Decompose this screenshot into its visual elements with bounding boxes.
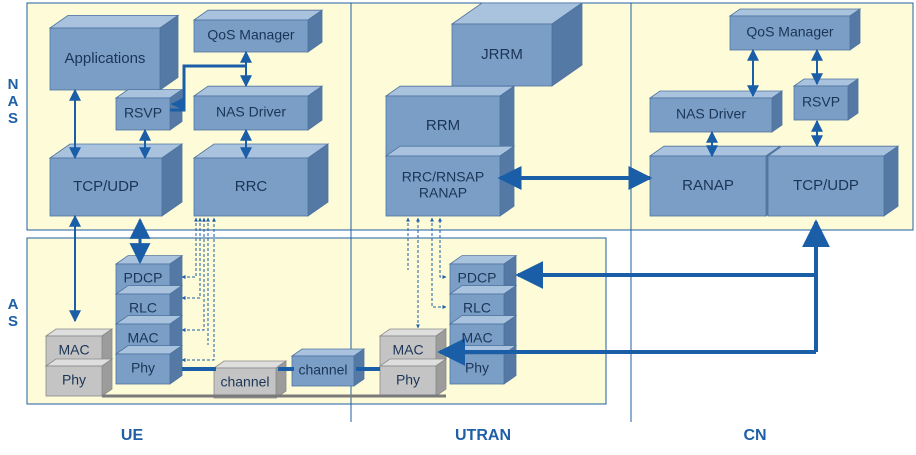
box-tcp-udp-ue	[48, 143, 184, 217]
box-pdcp-utran-label: PDCP	[458, 270, 497, 286]
box-rrm-label: RRM	[426, 117, 460, 134]
box-nas-driver-ue	[192, 85, 324, 131]
box-mac-ue-label: MAC	[127, 330, 158, 346]
box-pdcp-ue-label: PDCP	[124, 270, 163, 286]
box-channel-blue	[290, 348, 366, 387]
column-label-utran: UTRAN	[455, 427, 511, 444]
box-phy-ue	[114, 344, 184, 385]
box-tcp-udp-ue-label: TCP/UDP	[73, 178, 139, 195]
box-mac-grey-utran-label: MAC	[392, 342, 423, 358]
box-tcp-udp-cn-label: TCP/UDP	[793, 177, 859, 194]
box-rlc-ue-label: RLC	[129, 300, 157, 316]
box-phy-grey-ue-label: Phy	[62, 372, 86, 388]
box-qos-manager-ue-label: QoS Manager	[207, 27, 294, 43]
box-phy-grey-ue	[44, 358, 114, 397]
column-label-ue: UE	[120, 427, 144, 444]
box-ranap-cn-label: RANAP	[682, 177, 734, 194]
box-qos-manager-ue	[192, 9, 324, 53]
box-jrrm-label: JRRM	[481, 46, 523, 63]
box-qos-manager-cn-label: QoS Manager	[746, 24, 833, 40]
box-channel-grey	[212, 360, 288, 399]
box-rlc-utran-label: RLC	[463, 300, 491, 316]
box-rsvp-cn-label: RSVP	[802, 94, 840, 110]
box-phy-ue-label: Phy	[131, 360, 155, 376]
box-rrc-rnsap-label-2: RANAP	[419, 185, 467, 201]
box-rsvp-ue-label: RSVP	[124, 105, 162, 121]
column-label-cn: CN	[743, 427, 767, 444]
box-rrc-rnsap-label-1: RRC/RNSAP	[402, 169, 484, 185]
rrc-control-lines-utran	[406, 217, 447, 329]
arrow-rsvp-qos-ue	[170, 64, 246, 112]
box-mac-grey-ue-label: MAC	[58, 342, 89, 358]
box-nas-driver-cn-label: NAS Driver	[676, 106, 746, 122]
box-phy-grey-utran-label: Phy	[396, 372, 420, 388]
box-nas-driver-ue-label: NAS Driver	[216, 104, 286, 120]
box-qos-manager-cn	[728, 8, 862, 51]
box-phy-grey-utran	[378, 358, 448, 397]
box-channel-grey-label: channel	[220, 374, 269, 390]
box-mac-utran-label: MAC	[461, 330, 492, 346]
box-rrc-ue	[192, 143, 330, 217]
box-rrc-ue-label: RRC	[235, 178, 268, 195]
box-channel-blue-label: channel	[298, 362, 347, 378]
box-tcp-udp-cn	[766, 145, 900, 217]
rrc-control-lines-ue	[181, 217, 216, 362]
box-jrrm	[450, 2, 584, 87]
box-phy-utran-label: Phy	[465, 360, 489, 376]
box-rsvp-cn	[792, 78, 860, 121]
box-applications	[48, 14, 180, 91]
box-applications-label: Applications	[65, 50, 146, 67]
